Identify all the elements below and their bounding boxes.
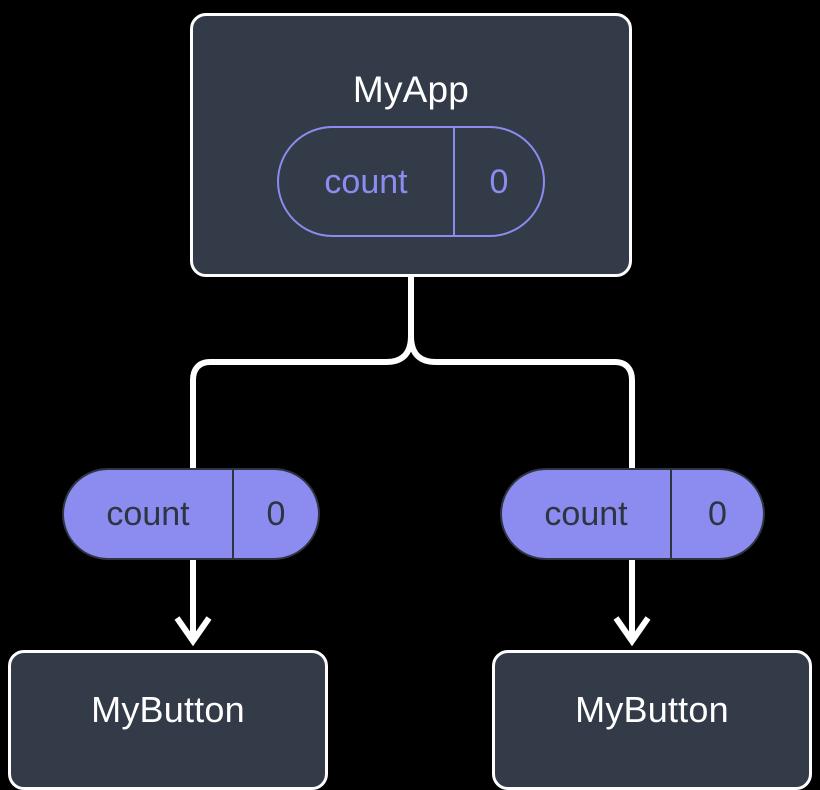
connector-layer	[174, 277, 651, 647]
component-label-mybutton-left: MyButton	[91, 689, 245, 730]
state-pill-left-count[interactable]: count 0	[62, 468, 320, 560]
state-pill-myapp-count[interactable]: count 0	[277, 126, 545, 237]
state-value-label: 0	[489, 162, 509, 201]
component-node-mybutton-left[interactable]: MyButton	[8, 650, 328, 790]
state-key-label: count	[64, 470, 234, 558]
state-value-label: 0	[708, 495, 727, 533]
component-label-myapp: MyApp	[352, 69, 470, 110]
state-value-label: 0	[266, 495, 286, 533]
arrowhead-left-icon	[174, 616, 212, 647]
state-pill-right-count[interactable]: count 0	[500, 468, 765, 560]
state-key-label: count	[279, 128, 455, 235]
edge-root-to-right-state	[408, 335, 635, 470]
diagram-canvas: MyApp count 0 count 0 count 0 MyButton M…	[8, 13, 812, 790]
component-node-mybutton-right[interactable]: MyButton	[492, 650, 812, 790]
state-key-label: count	[502, 470, 672, 558]
edge-root-to-left-state	[190, 335, 414, 470]
arrowhead-right-icon	[613, 616, 651, 647]
component-label-mybutton-right: MyButton	[575, 689, 729, 730]
